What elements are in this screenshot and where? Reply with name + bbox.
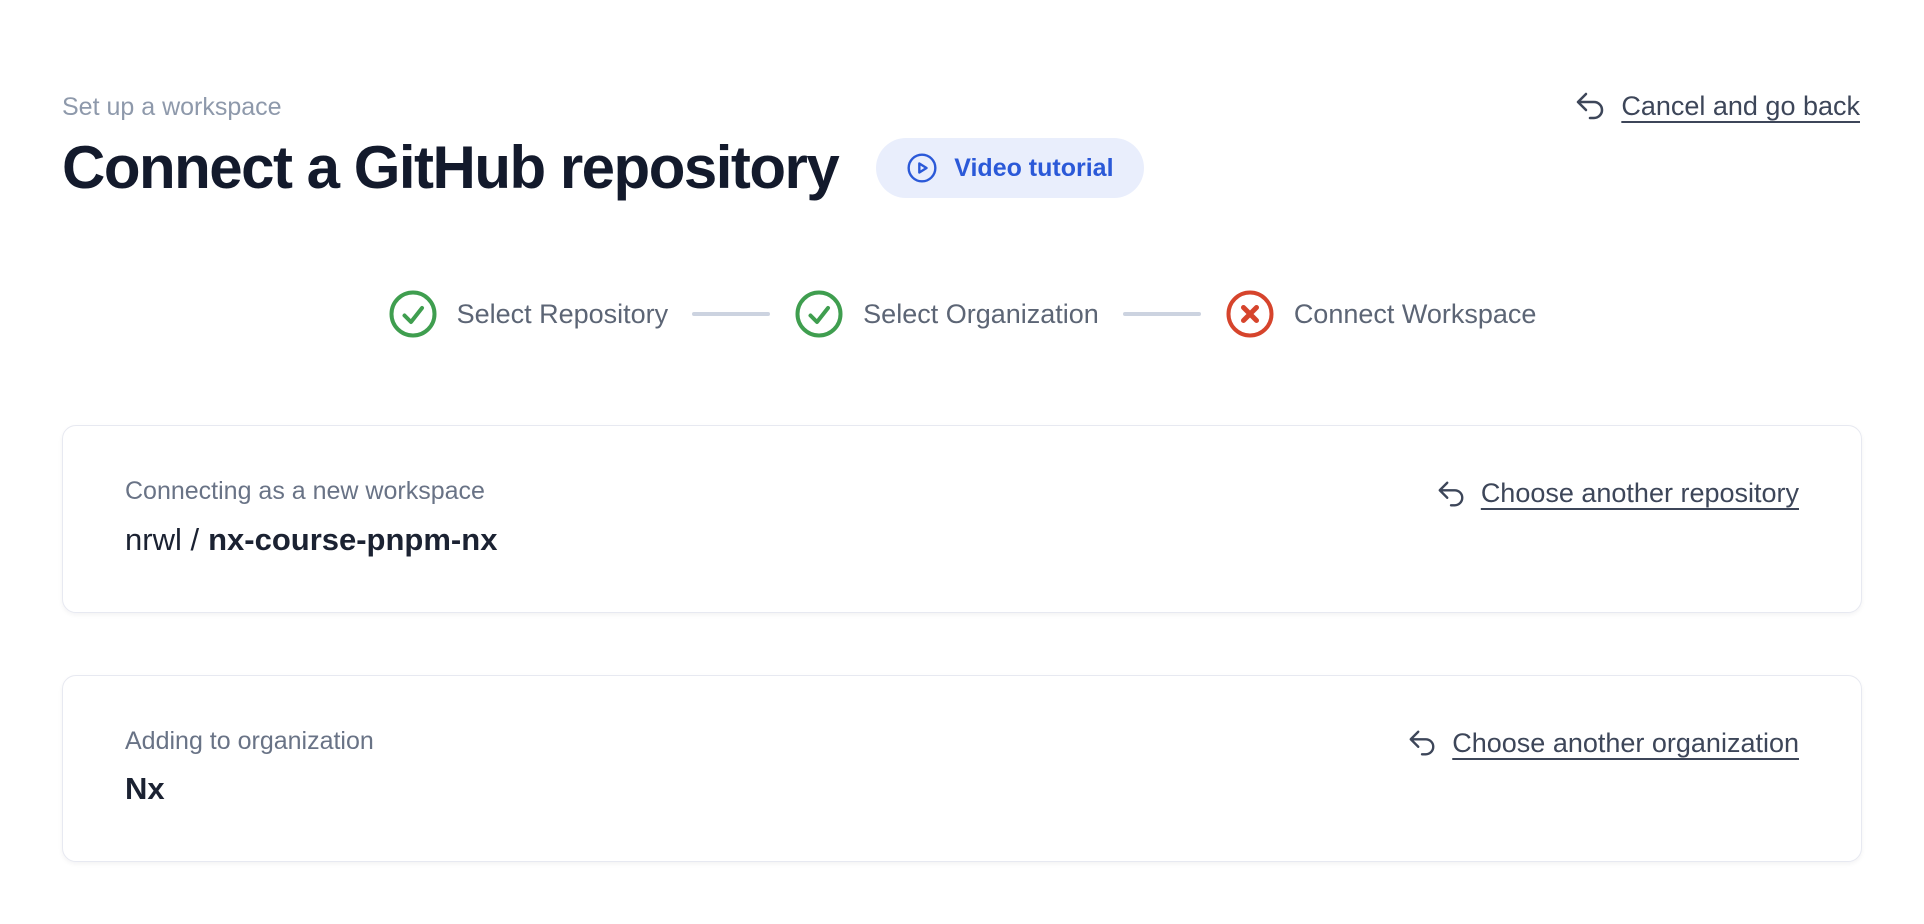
video-tutorial-label: Video tutorial: [954, 153, 1114, 182]
cancel-and-go-back-container: Cancel and go back: [1574, 90, 1860, 127]
choose-another-repository-label: Choose another repository: [1480, 478, 1799, 509]
organization-card-label: Adding to organization: [125, 726, 374, 755]
page-title: Connect a GitHub repository: [62, 134, 840, 202]
organization-name: Nx: [125, 770, 165, 806]
choose-another-repository-link[interactable]: Choose another repository: [1436, 478, 1799, 509]
title-row: Connect a GitHub repository Video tutori…: [62, 135, 1862, 201]
organization-card-action: Choose another organization: [1407, 728, 1799, 764]
step-label: Connect Workspace: [1293, 298, 1537, 329]
play-circle-icon: [906, 152, 938, 184]
repository-owner: nrwl /: [125, 521, 200, 557]
repository-card-label: Connecting as a new workspace: [125, 477, 485, 506]
undo-arrow-icon: [1407, 728, 1437, 758]
check-circle-icon: [794, 289, 844, 339]
undo-arrow-icon: [1436, 479, 1466, 509]
x-circle-icon: [1225, 289, 1275, 339]
stepper-connector: [692, 312, 771, 317]
repository-card-action: Choose another repository: [1436, 478, 1799, 514]
repository-name: nrwl /nx-course-pnpm-nx: [125, 521, 497, 558]
check-circle-icon: [388, 289, 438, 339]
repository-repo: nx-course-pnpm-nx: [208, 521, 498, 557]
cancel-and-go-back-label: Cancel and go back: [1621, 90, 1860, 121]
choose-another-organization-label: Choose another organization: [1452, 727, 1799, 758]
setup-stepper: Select Repository Select Organization Co…: [62, 289, 1862, 339]
step-select-repository: Select Repository: [388, 289, 669, 339]
step-label: Select Organization: [863, 298, 1099, 329]
cancel-and-go-back-link[interactable]: Cancel and go back: [1574, 90, 1860, 122]
organization-card-info: Adding to organization Nx: [125, 726, 374, 807]
repository-card-info: Connecting as a new workspace nrwl /nx-c…: [125, 476, 497, 557]
eyebrow-text: Set up a workspace: [62, 93, 282, 121]
stepper-connector: [1122, 312, 1201, 317]
repository-card: Connecting as a new workspace nrwl /nx-c…: [62, 425, 1862, 613]
step-connect-workspace: Connect Workspace: [1225, 289, 1537, 339]
video-tutorial-button[interactable]: Video tutorial: [876, 138, 1144, 199]
step-label: Select Repository: [456, 298, 669, 329]
step-select-organization: Select Organization: [794, 289, 1099, 339]
organization-card: Adding to organization Nx Choose another…: [62, 674, 1862, 863]
undo-arrow-icon: [1574, 90, 1606, 122]
choose-another-organization-link[interactable]: Choose another organization: [1407, 728, 1799, 759]
